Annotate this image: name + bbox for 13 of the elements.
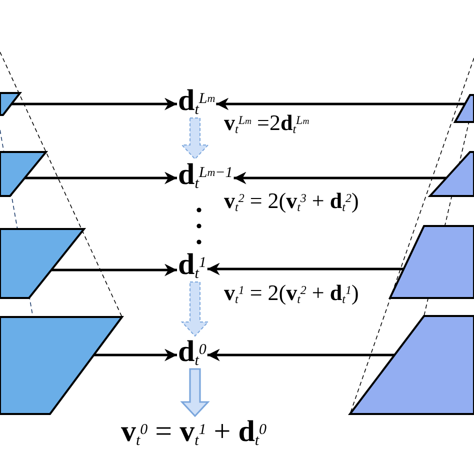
- equation-label: v$_{t}$$^{1}$ = 2(v$_{t}$$^{2}$ + d$_{t}$$^{1}$): [224, 282, 359, 304]
- arrow: [94, 348, 177, 362]
- arrow: [51, 264, 177, 276]
- block-arrow: [180, 118, 210, 160]
- arrow: [11, 98, 177, 110]
- equation-label: v$_{t}$$^{2}$ = 2(v$_{t}$$^{3}$ + d$_{t}$$^{2}$): [224, 190, 359, 212]
- arrow: [207, 262, 404, 276]
- arrow: [234, 172, 446, 184]
- arrow: [216, 98, 465, 110]
- arrow: [25, 172, 177, 184]
- block-arrow: [180, 282, 210, 337]
- block-arrow: [180, 368, 210, 418]
- arrow: [207, 348, 395, 362]
